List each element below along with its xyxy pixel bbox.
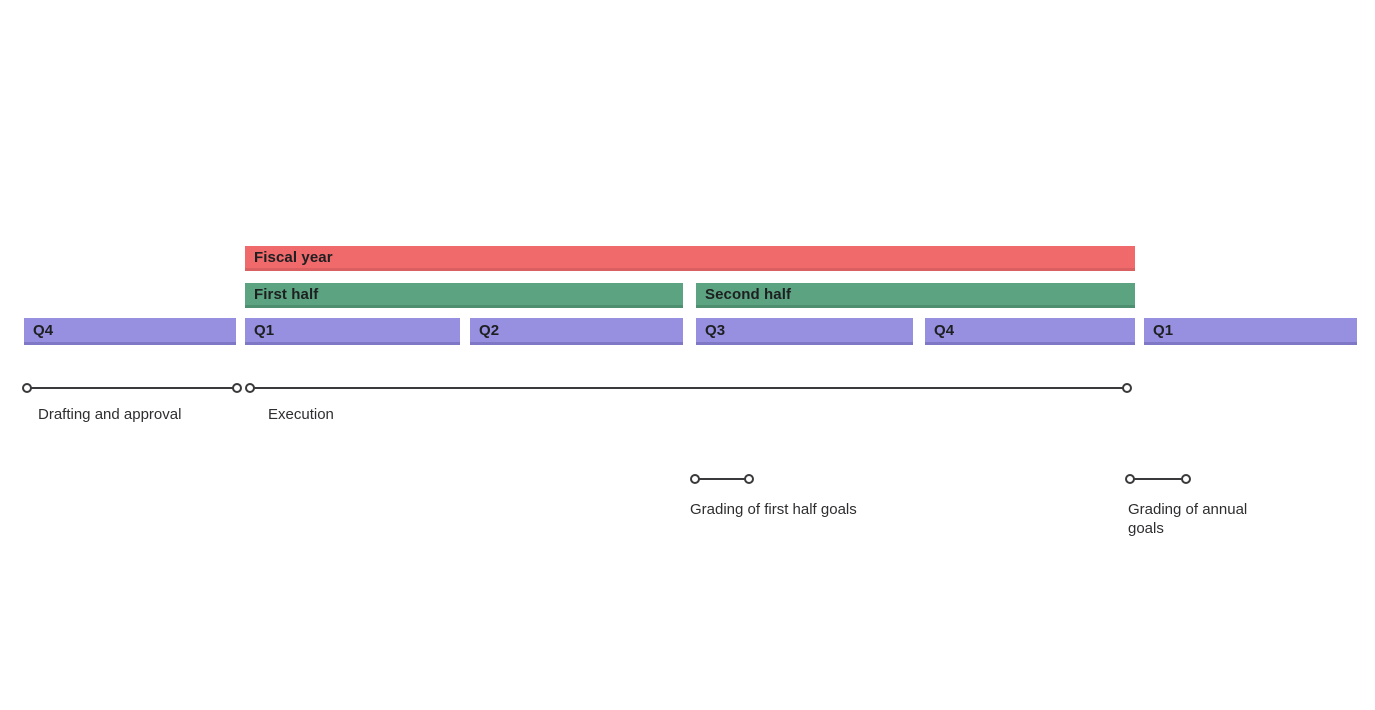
- fiscal-year-label: Fiscal year: [254, 248, 333, 266]
- quarter-bar-q1-next: Q1: [1144, 318, 1357, 345]
- phase-label: Drafting and approval: [38, 406, 182, 423]
- quarter-label: Q1: [1153, 321, 1174, 339]
- phase-end-dot-icon: [744, 474, 754, 484]
- phase-label: Execution: [268, 406, 334, 423]
- quarter-bar-q1: Q1: [245, 318, 460, 345]
- phase-end-dot-icon: [1181, 474, 1191, 484]
- quarter-label: Q1: [254, 321, 275, 339]
- quarter-bar-q4: Q4: [925, 318, 1135, 345]
- phase-start-dot-icon: [245, 383, 255, 393]
- quarter-label: Q4: [934, 321, 955, 339]
- phase-start-dot-icon: [690, 474, 700, 484]
- phase-line: [695, 478, 749, 480]
- phase-label: Grading of annual goals: [1128, 501, 1248, 537]
- quarter-label: Q2: [479, 321, 500, 339]
- phase-start-dot-icon: [1125, 474, 1135, 484]
- quarter-bar-q2: Q2: [470, 318, 683, 345]
- first-half-bar: First half: [245, 283, 683, 308]
- phase-end-dot-icon: [1122, 383, 1132, 393]
- quarter-label: Q3: [705, 321, 726, 339]
- quarter-bar-q3: Q3: [696, 318, 913, 345]
- phase-start-dot-icon: [22, 383, 32, 393]
- second-half-label: Second half: [705, 285, 792, 303]
- phase-label: Grading of first half goals: [690, 501, 857, 518]
- first-half-label: First half: [254, 285, 319, 303]
- phase-line: [1130, 478, 1186, 480]
- second-half-bar: Second half: [696, 283, 1135, 308]
- phase-line: [250, 387, 1127, 389]
- quarter-bar-q4-prev: Q4: [24, 318, 236, 345]
- quarter-label: Q4: [33, 321, 54, 339]
- phase-line: [27, 387, 237, 389]
- phase-end-dot-icon: [232, 383, 242, 393]
- fiscal-year-bar: Fiscal year: [245, 246, 1135, 271]
